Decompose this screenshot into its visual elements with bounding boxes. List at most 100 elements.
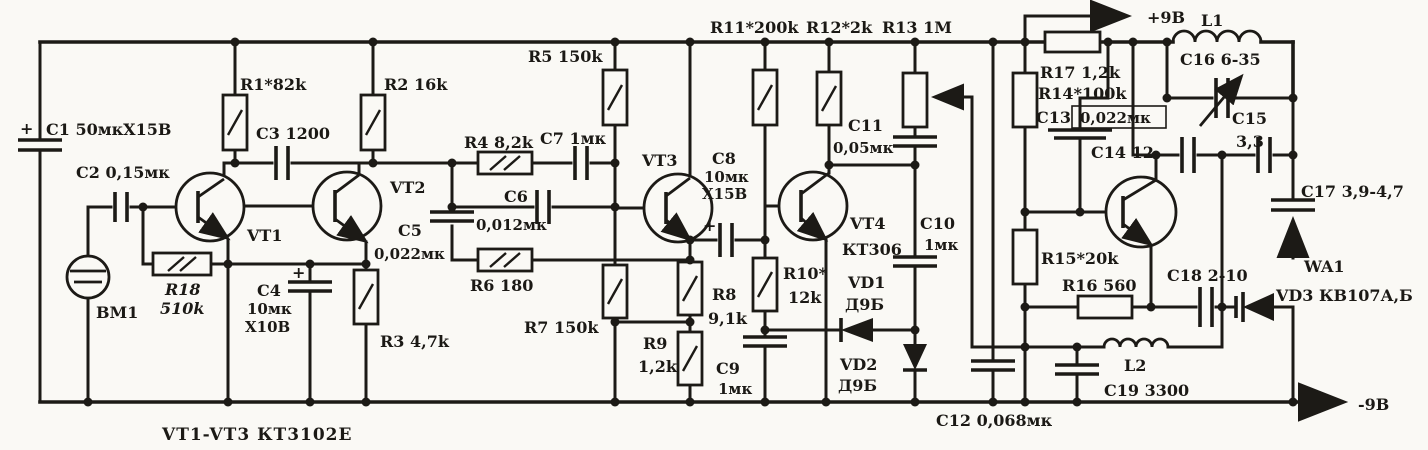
label-vt1: VT1 (246, 226, 282, 245)
resistor-r12 (815, 70, 843, 127)
label-r6: R6 180 (470, 276, 533, 295)
inductor-l1 (1171, 29, 1263, 43)
label-r1: R1*82k (240, 75, 307, 94)
label-c13-value: 0,022мк (1080, 109, 1151, 127)
capacitor-c13 (1048, 105, 1167, 140)
capacitor-c2 (113, 192, 129, 222)
capacitor-c10 (893, 255, 937, 268)
transistor-vt3 (642, 172, 714, 244)
label-vt4: VT4 (849, 214, 885, 233)
resistor-r17 (1043, 30, 1102, 54)
capacitor-c18 (1198, 287, 1214, 327)
label-c9-value: 1мк (718, 380, 752, 398)
capacitor-c16 (1198, 73, 1244, 127)
transistor-type-note: VT1-VT3 КТ3102Е (161, 425, 352, 445)
label-c5-name: C5 (398, 221, 422, 240)
label-l2: L2 (1124, 356, 1146, 375)
capacitor-c7 (573, 146, 589, 180)
transistor-vt5 (1104, 175, 1178, 249)
label-r10-value: 12k (788, 288, 822, 307)
label-r9-value: 1,2k (638, 357, 678, 376)
capacitor-c4 (288, 280, 332, 293)
resistor-r8 (676, 260, 704, 317)
label-r10-name: R10* (783, 264, 828, 283)
label-c5-value: 0,022мк (374, 245, 445, 263)
label-bm1: ВМ1 (96, 303, 138, 322)
label-r9-name: R9 (643, 334, 667, 353)
label-c4-line3: Х10В (245, 318, 290, 336)
label-r12: R12*2k (806, 18, 873, 37)
label-r14: R14*100k (1038, 84, 1127, 103)
potentiometer-r13 (901, 71, 929, 129)
label-c8-line2: 10мк (704, 168, 749, 186)
label-r7: R7 150k (524, 318, 599, 337)
transistor-vt1 (174, 171, 246, 243)
capacitor-c8 (718, 223, 734, 257)
capacitor-c5 (430, 210, 474, 223)
resistor-r4 (476, 150, 534, 176)
label-minus9: -9В (1358, 395, 1389, 414)
resistor-r9 (676, 330, 704, 387)
label-vd3: VD3 КВ107А,Б (1275, 286, 1413, 305)
label-c4-name: C4 (257, 281, 281, 300)
label-vd2-value: Д9Б (838, 376, 877, 395)
label-r11: R11*200k (710, 18, 799, 37)
capacitor-c6 (535, 190, 551, 224)
label-r5: R5 150k (528, 47, 603, 66)
resistor-r14 (1011, 71, 1039, 129)
transistor-vt2 (311, 170, 383, 244)
label-c8-line3: Х15В (702, 185, 747, 203)
capacitor-c11 (893, 135, 937, 148)
junction-dots (83, 37, 1298, 407)
label-c10-name: C10 (920, 214, 955, 233)
label-c9-name: C9 (716, 359, 740, 378)
label-c14: C14 12 (1091, 143, 1154, 162)
label-r2: R2 16k (384, 75, 448, 94)
resistor-r5 (601, 68, 629, 127)
label-c4-line2: 10мк (247, 300, 292, 318)
resistor-r6 (476, 247, 534, 273)
label-c15-name: C15 (1232, 109, 1267, 128)
diode-vd2 (903, 344, 927, 372)
label-r4: R4 8,2k (464, 133, 534, 152)
resistor-r10 (751, 256, 779, 313)
label-c11-name: C11 (848, 116, 883, 135)
label-c18: C18 2-10 (1167, 266, 1248, 285)
label-c6-name: C6 (504, 187, 528, 206)
label-r17: R17 1,2k (1040, 63, 1121, 82)
label-plus9: +9В (1147, 8, 1185, 27)
inductor-l2 (1102, 337, 1170, 348)
capacitor-c15 (1256, 137, 1272, 173)
resistor-r18 (151, 251, 213, 277)
transistor-vt4 (777, 170, 849, 242)
capacitor-c12 (971, 359, 1015, 372)
capacitor-c9 (743, 335, 787, 348)
label-c12: C12 0,068мк (936, 411, 1053, 430)
label-vd2-name: VD2 (839, 355, 877, 374)
label-r8-value: 9,1k (708, 309, 748, 328)
labels: + C1 50мкХ15В C2 0,15мк R1*82k C3 1200 R… (20, 8, 1413, 445)
label-r18-name: R18 (164, 280, 201, 299)
resistor-r2 (359, 93, 387, 152)
label-l1: L1 (1201, 11, 1223, 30)
capacitor-c19 (1055, 363, 1099, 376)
diode-vd1 (839, 318, 873, 342)
microphone-bm1 (65, 254, 111, 300)
label-c13-name: C13 (1036, 108, 1071, 127)
label-r16: R16 560 (1062, 276, 1137, 295)
resistor-r16 (1076, 294, 1134, 320)
label-r13: R13 1M (882, 18, 952, 37)
label-c6-value: 0,012мк (476, 216, 547, 234)
c8-plus-sign: + (703, 216, 716, 235)
label-c10-value: 1мк (924, 236, 958, 254)
capacitor-c17 (1271, 198, 1315, 212)
label-c7: C7 1мк (540, 129, 606, 148)
label-c17: C17 3,9-4,7 (1301, 182, 1404, 201)
label-c2: C2 0,15мк (76, 163, 170, 182)
label-c8-name: C8 (712, 149, 736, 168)
resistor-r11 (751, 68, 779, 127)
label-vt3: VT3 (641, 151, 677, 170)
label-vt4-type: КТ306 (842, 240, 902, 259)
